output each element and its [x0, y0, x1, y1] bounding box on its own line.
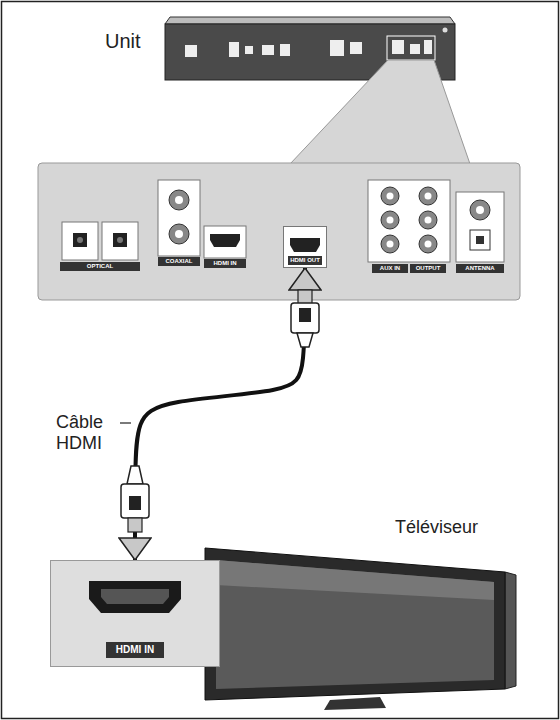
optical-ports-part	[113, 233, 127, 247]
hdmi-port-icon	[85, 577, 185, 617]
av-ports-part	[381, 211, 399, 229]
port-icon-inner	[101, 589, 169, 604]
antenna-ports-part	[456, 192, 504, 262]
antenna-ports-part	[470, 230, 490, 250]
port-label: ANTENNA	[456, 264, 504, 273]
port-label: HDMI IN	[204, 259, 246, 268]
unit-device-part	[443, 28, 448, 33]
unit-device-part	[185, 45, 197, 57]
av-ports-part	[419, 187, 437, 205]
optical-ports-part	[73, 233, 87, 247]
port-label: COAXIAL	[158, 257, 200, 266]
av-ports-part	[425, 241, 432, 248]
top-plug-part	[298, 290, 312, 304]
device-label: Unit	[105, 30, 141, 53]
optical-ports-part	[77, 237, 83, 243]
leader-line	[120, 422, 131, 423]
port-label: AUX IN	[372, 264, 408, 273]
tv-box: TéléviseurHDMI IN	[45, 505, 525, 710]
unit-device-part	[330, 40, 344, 56]
antenna-ports	[456, 192, 504, 262]
bottom-plug-part	[121, 484, 149, 518]
unit-device-part	[165, 17, 455, 24]
television-part	[216, 560, 494, 689]
television-part	[324, 697, 386, 710]
av-ports-part	[368, 180, 450, 262]
optical-ports-part	[62, 222, 98, 260]
port-label: HDMI IN	[106, 642, 164, 658]
top-plug-part	[297, 333, 313, 347]
top-plug-part	[291, 303, 319, 333]
callout-panel-part	[290, 60, 470, 164]
optical-ports	[62, 222, 138, 260]
coaxial-ports	[158, 180, 200, 256]
antenna-ports-part	[476, 206, 484, 214]
television	[205, 548, 516, 710]
av-ports-part	[387, 217, 394, 224]
coaxial-ports-part	[175, 196, 183, 204]
av-ports-part	[419, 211, 437, 229]
coaxial-ports-part	[169, 190, 189, 210]
callout-panel-part	[38, 163, 520, 300]
top-plug-part	[299, 308, 311, 322]
tv-label: Téléviseur	[395, 517, 478, 538]
hdmi-in-port	[204, 226, 246, 258]
coaxial-ports-part	[169, 224, 189, 244]
unit-device-part	[424, 40, 432, 54]
television-part	[216, 560, 494, 600]
optical-ports-part	[117, 237, 123, 243]
port-box: HDMI OUT	[283, 226, 327, 268]
unit-device-part	[350, 42, 362, 54]
coaxial-ports-part	[175, 230, 183, 238]
port-label: HDMI OUT	[288, 256, 322, 265]
antenna-ports-part	[476, 236, 484, 244]
hdmi-in-port-part	[210, 234, 240, 247]
device-box: Unit	[100, 14, 460, 84]
bottom-plug-part	[127, 466, 143, 484]
unit-device-part	[229, 42, 239, 57]
television-part	[205, 548, 505, 700]
bottom-plug-part	[128, 518, 142, 532]
av-ports-part	[381, 187, 399, 205]
av-ports-part	[387, 193, 394, 200]
unit-device-part	[280, 44, 290, 56]
av-ports	[368, 180, 450, 262]
bottom-plug	[121, 466, 149, 532]
antenna-ports-part	[470, 200, 490, 220]
unit-device-part	[387, 36, 435, 60]
unit-device-part	[245, 46, 253, 54]
hdmi-cable	[135, 268, 305, 560]
av-ports-part	[425, 217, 432, 224]
television-part	[505, 572, 516, 689]
port-icon-shape	[89, 581, 181, 613]
port-icon	[290, 237, 320, 253]
port-label: OPTICAL	[60, 262, 140, 271]
coaxial-ports-part	[158, 180, 200, 256]
unit-device-part	[392, 40, 404, 54]
hdmi-in-port-part	[204, 226, 246, 258]
port-icon-shape	[290, 238, 320, 252]
port-label: OUTPUT	[410, 264, 446, 273]
inset-box: HDMI IN	[50, 560, 220, 667]
cable-label: Câble HDMI	[56, 412, 116, 453]
unit-device-part	[410, 44, 420, 54]
av-ports-part	[387, 241, 394, 248]
optical-ports-part	[102, 222, 138, 260]
av-ports-part	[425, 193, 432, 200]
unit-device-part	[262, 45, 274, 55]
top-plug	[291, 290, 319, 347]
bottom-plug-part	[129, 496, 141, 510]
callout-panel	[38, 60, 520, 300]
av-ports-part	[381, 235, 399, 253]
av-ports-part	[419, 235, 437, 253]
